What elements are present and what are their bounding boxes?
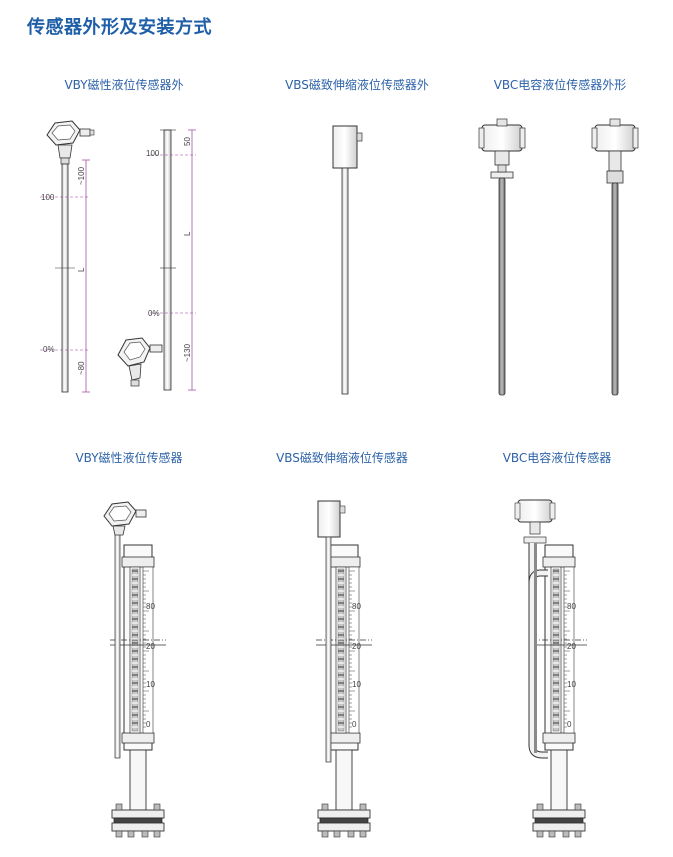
scale-0-b: 0 [352, 720, 357, 729]
vby-outline-drawing: 100 0% ~100 L ~80 100 0% 50 L ~130 [40, 120, 196, 393]
dim-left-100: 100 [41, 193, 55, 202]
scale-20-b: 20 [352, 642, 361, 651]
vbs-install-drawing [315, 500, 373, 838]
capacitive-probe [498, 177, 506, 396]
vbc-install-drawing [514, 499, 588, 838]
dim-neg130: ~130 [183, 343, 192, 362]
scale-80-a: 80 [146, 602, 155, 611]
dim-left-0pct: 0% [43, 345, 55, 354]
dim-right-0pct: 0% [148, 309, 160, 318]
vbs-outline-drawing [332, 125, 363, 395]
dim-neg100: ~100 [77, 166, 86, 185]
dim-right-100: 100 [146, 149, 160, 158]
transmitter-housing-icon [481, 124, 523, 152]
scale-0-c: 0 [567, 720, 572, 729]
vbs-side-rod [325, 536, 332, 763]
vbs-install-head [317, 500, 341, 538]
vbs-probe-rod [341, 167, 349, 395]
caption-vby-outline: VBY磁性液位传感器外 [64, 78, 184, 92]
caption-vby-install: VBY磁性液位传感器 [75, 451, 183, 465]
vbc-outline-drawing-2 [591, 118, 639, 396]
dim-50: 50 [183, 137, 192, 146]
caption-vbs-install: VBS磁致伸缩液位传感器 [276, 451, 408, 465]
vbc-probe-inner [534, 543, 537, 753]
caption-vbs-outline: VBS磁致伸缩液位传感器外 [285, 78, 429, 92]
vby-install-drawing [103, 501, 167, 838]
capacitive-probe-2 [611, 182, 619, 396]
scale-10-c: 10 [567, 680, 576, 689]
dim-neg80: ~80 [77, 361, 86, 375]
scale-80-c: 80 [567, 602, 576, 611]
page-title: 传感器外形及安装方式 [27, 17, 212, 38]
magnetostrictive-head [332, 125, 358, 169]
scale-80-b: 80 [352, 602, 361, 611]
vby-head-icon [103, 501, 147, 536]
vbc-install-housing-icon [517, 499, 553, 523]
dim-L-right: L [183, 231, 192, 236]
scale-20-c: 20 [567, 642, 576, 651]
vby-side-rod [114, 532, 121, 759]
probe-rod [61, 163, 69, 393]
vbc-outline-drawing-1 [478, 118, 526, 396]
scale-labels: 80 20 10 0 80 20 10 0 80 20 10 0 [146, 602, 576, 729]
caption-vbc-outline: VBC电容液位传感器外形 [493, 78, 627, 92]
dim-L-left: L [77, 267, 86, 272]
scale-10-a: 10 [146, 680, 155, 689]
scale-20-a: 20 [146, 642, 155, 651]
probe-rod-side [163, 129, 172, 391]
scale-10-b: 10 [352, 680, 361, 689]
scale-0-a: 0 [146, 720, 151, 729]
junction-head-icon [46, 120, 95, 165]
transmitter-housing-2-icon [594, 124, 636, 152]
caption-vbc-install: VBC电容液位传感器 [502, 451, 612, 465]
junction-head-bottom-icon [117, 337, 163, 387]
